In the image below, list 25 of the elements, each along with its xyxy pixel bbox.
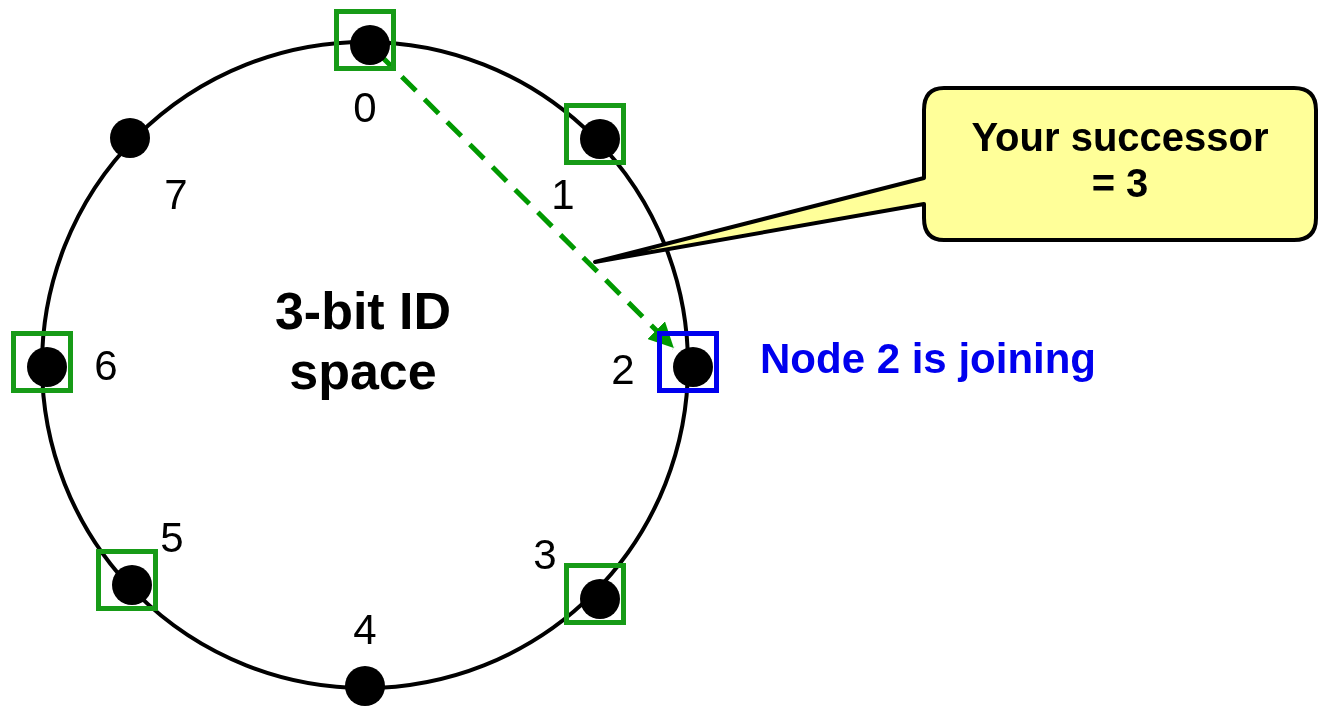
ring-node-dot bbox=[345, 666, 385, 706]
node-number: 1 bbox=[551, 174, 575, 216]
ring-node-dot bbox=[580, 119, 620, 159]
node-number: 5 bbox=[160, 517, 184, 559]
node-number: 3 bbox=[533, 534, 557, 576]
highlight-square bbox=[334, 9, 396, 71]
node-number: 6 bbox=[94, 345, 118, 387]
highlight-square bbox=[657, 331, 719, 393]
highlight-square bbox=[11, 331, 73, 393]
callout-text: Your successor = 3 bbox=[970, 114, 1270, 206]
highlight-square bbox=[96, 549, 158, 611]
node-number: 4 bbox=[353, 609, 377, 651]
ring-node-dot bbox=[350, 25, 390, 65]
highlight-square bbox=[564, 103, 626, 165]
ring-node-dot bbox=[27, 347, 67, 387]
ring-title: 3-bit ID space bbox=[273, 282, 453, 402]
highlight-square bbox=[564, 563, 626, 625]
ring-node-dot bbox=[673, 347, 713, 387]
node-number: 0 bbox=[353, 87, 377, 129]
node-number: 2 bbox=[611, 349, 635, 391]
ring-node-dot bbox=[112, 565, 152, 605]
ring-node-dot bbox=[110, 118, 150, 158]
ring-node-dot bbox=[580, 579, 620, 619]
status-note: Node 2 is joining bbox=[760, 335, 1097, 383]
node-number: 7 bbox=[164, 174, 188, 216]
